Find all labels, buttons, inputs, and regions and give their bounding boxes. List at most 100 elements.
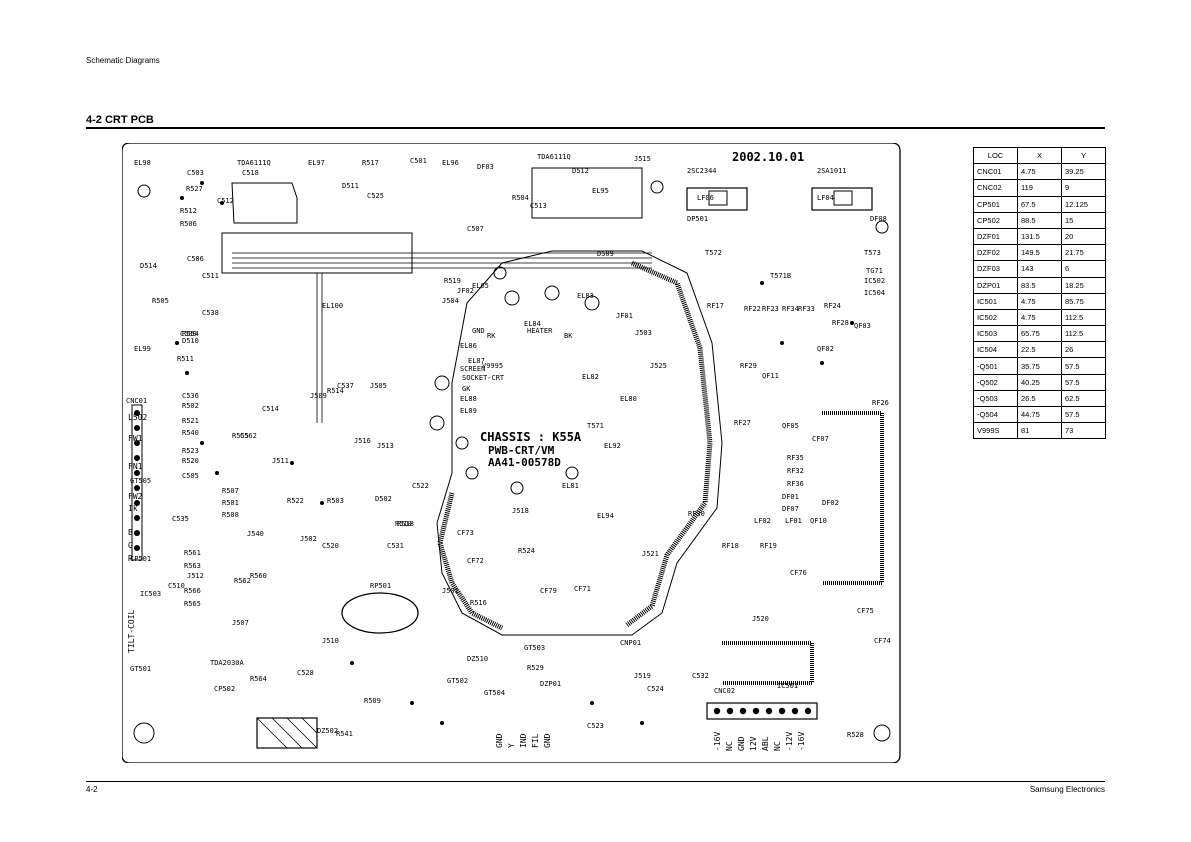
pcb-label: DF02: [822, 499, 839, 507]
pcb-label: D512: [572, 167, 589, 175]
pcb-label: R523: [182, 447, 199, 455]
pcb-label: R517: [362, 159, 379, 167]
pcb-label: R520: [182, 457, 199, 465]
pcb-label: CF75: [857, 607, 874, 615]
pcb-label: GT501: [130, 665, 151, 673]
table-cell: DZF03: [973, 260, 1018, 278]
pcb-label: J503: [635, 329, 652, 337]
pcb-label: DF08: [870, 215, 887, 223]
pcb-label: RF27: [734, 419, 751, 427]
pcb-label: IC504: [864, 289, 885, 297]
pcb-label: D514: [140, 262, 157, 270]
section-divider: [86, 127, 1105, 129]
table-cell: 65.75: [1017, 325, 1062, 343]
pcb-label: R521: [182, 417, 199, 425]
pcb-label: GT505: [130, 477, 151, 485]
pcb-label: R501: [222, 499, 239, 507]
pcb-label: TG71: [866, 267, 883, 275]
table-cell: 57.5: [1061, 357, 1106, 375]
pcb-label: R519: [444, 277, 461, 285]
footer-company: Samsung Electronics: [1029, 785, 1105, 794]
pcb-label: J540: [247, 530, 264, 538]
table-cell: 62.5: [1061, 389, 1106, 408]
pcb-label: J519: [634, 672, 651, 680]
pcb-label: R516: [470, 599, 487, 607]
table-cell: 18.25: [1061, 276, 1106, 294]
pcb-label: 2SC2344: [687, 167, 717, 175]
pcb-label: C518: [242, 169, 259, 177]
pcb-label: EL98: [134, 159, 151, 167]
pcb-chassis: CHASSIS : K55A: [480, 430, 582, 444]
pcb-label: RF34: [782, 305, 799, 313]
table-cell: -Q504: [973, 405, 1018, 424]
pin-label: -16V: [713, 732, 722, 751]
pcb-label: SOCKET-CRT: [462, 374, 505, 382]
pcb-label: R554: [182, 330, 199, 338]
pcb-label: EL86: [460, 342, 477, 350]
pcb-label: EL96: [442, 159, 459, 167]
pcb-label: EL65: [472, 282, 489, 290]
pin-label: Y: [507, 743, 516, 748]
pcb-label: R510: [395, 520, 412, 528]
pcb-label: CF79: [540, 587, 557, 595]
pcb-label: J521: [642, 550, 659, 558]
pcb-label: J505: [370, 382, 387, 390]
pcb-label: R514: [327, 387, 344, 395]
pcb-label: GND: [472, 327, 485, 335]
pcb-label: C506: [187, 255, 204, 263]
pcb-label: JF02: [457, 287, 474, 295]
pcb-label: CP501: [130, 555, 151, 563]
pcb-label: C505: [182, 472, 199, 480]
pcb-label: EL95: [592, 187, 609, 195]
pcb-label: C513: [530, 202, 547, 210]
pcb-label: JF01: [616, 312, 633, 320]
table-cell: V999S: [973, 422, 1018, 440]
pin-label: IND: [519, 733, 528, 748]
pcb-label: RP501: [370, 582, 391, 590]
pcb-label: LF02: [754, 517, 771, 525]
pcb-label: RF24: [824, 302, 841, 310]
pcb-label: J512: [187, 572, 204, 580]
pin-label: NC: [773, 741, 782, 751]
pcb-label: LF04: [817, 194, 834, 202]
pcb-label: J518: [512, 507, 529, 515]
pcb-label: CNC02: [714, 687, 735, 695]
pcb-label: RF22: [744, 305, 761, 313]
pin-label: GND: [543, 733, 552, 748]
pin-label: FN1: [128, 462, 143, 471]
pcb-label: R541: [336, 730, 353, 738]
pcb-label: EL99: [134, 345, 151, 353]
pcb-label: LF01: [785, 517, 802, 525]
table-cell: 4.75: [1017, 308, 1062, 327]
table-cell: 20: [1061, 227, 1106, 246]
col-header-y: Y: [1061, 146, 1106, 165]
table-cell: 22.5: [1017, 341, 1062, 359]
pcb-label: TDA6111Q: [537, 153, 571, 161]
pcb-label: C535: [172, 515, 189, 523]
pcb-label: J520: [752, 615, 769, 623]
pin-label: FIL: [531, 733, 540, 748]
pcb-label: RF30: [688, 510, 705, 518]
pcb-label: R518: [397, 520, 414, 528]
pcb-label: R566: [184, 587, 201, 595]
pcb-label: RF26: [872, 399, 889, 407]
pcb-label: R562: [234, 577, 251, 585]
pcb-label: DF01: [782, 493, 799, 501]
pcb-label: R522: [287, 497, 304, 505]
pcb-date: 2002.10.01: [732, 150, 804, 164]
table-cell: 81: [1017, 422, 1062, 440]
table-cell: 26: [1061, 341, 1106, 359]
table-cell: CP502: [973, 211, 1018, 229]
table-cell: IC504: [973, 341, 1018, 359]
pcb-label: RF32: [787, 467, 804, 475]
pin-label: GND: [495, 733, 504, 748]
pcb-label: IC502: [864, 277, 885, 285]
pcb-label: EL81: [562, 482, 579, 490]
pin-label: R: [128, 554, 133, 563]
